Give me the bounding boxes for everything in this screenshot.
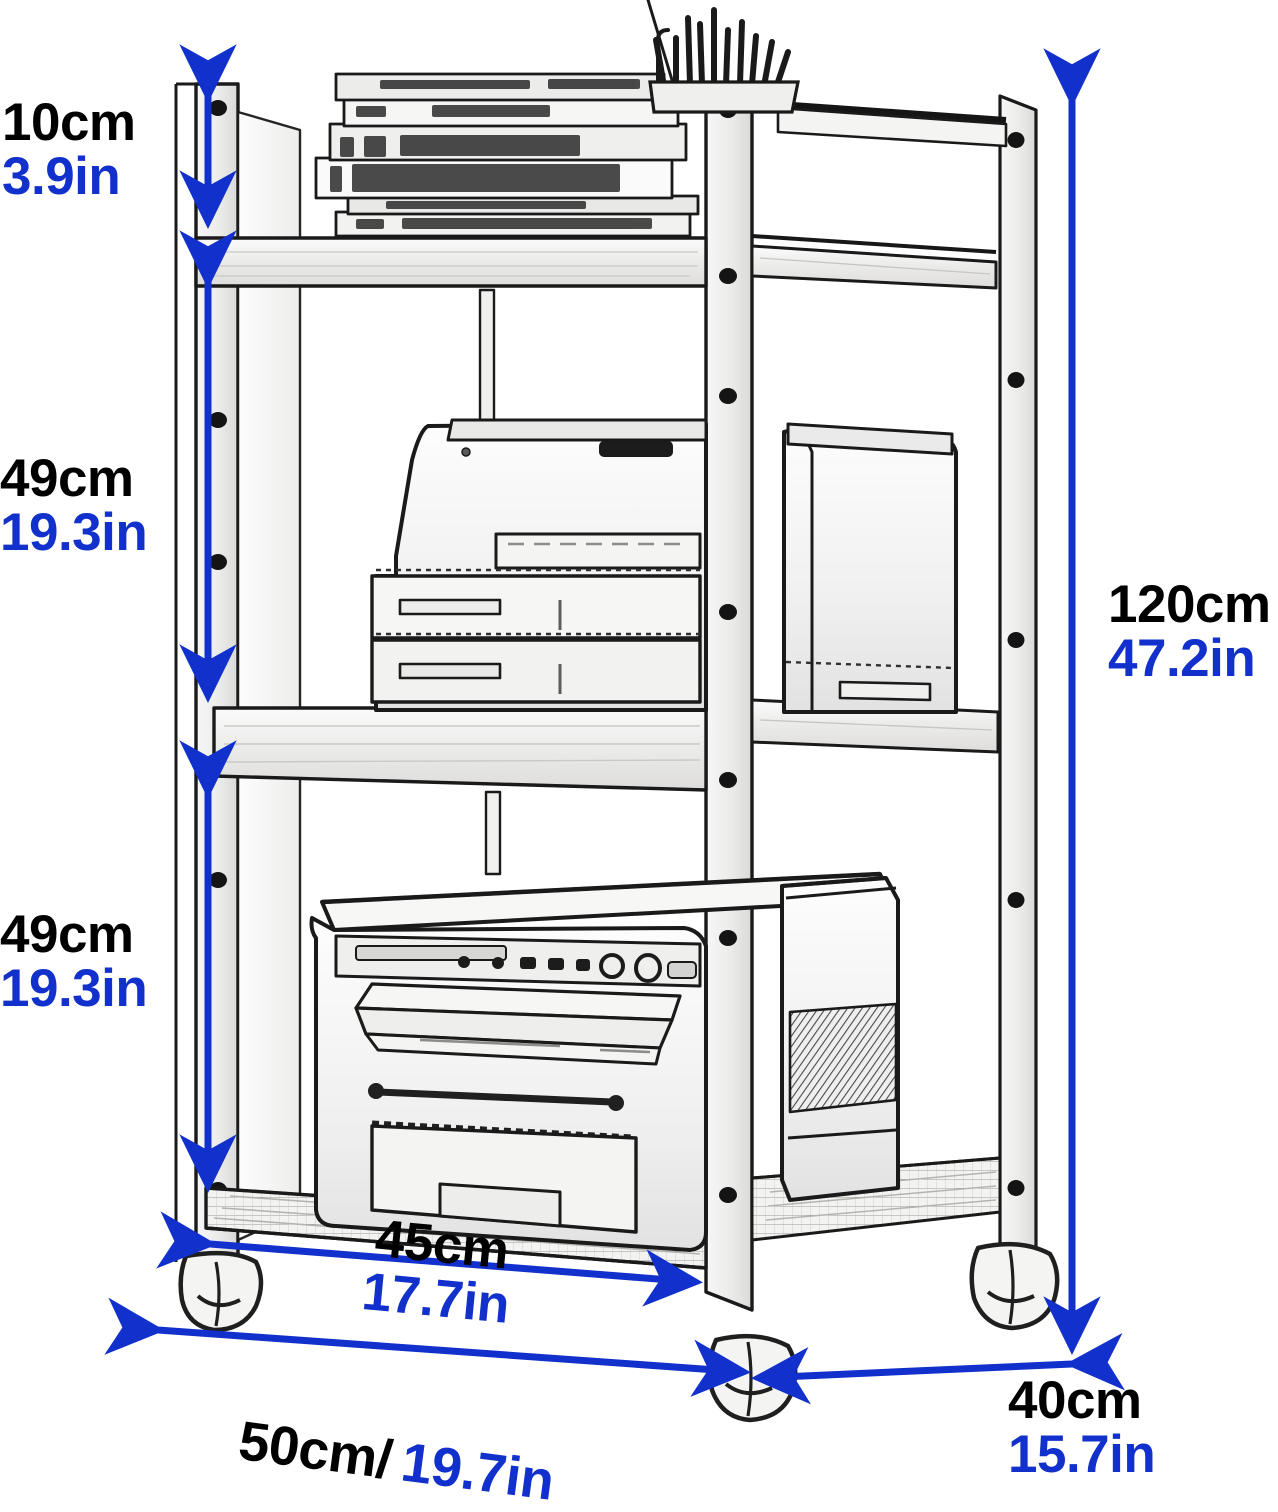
label-bottom-shelf-height: 49cm 19.3in (0, 905, 148, 1019)
value-cm: 10cm (2, 93, 136, 152)
value-in: 47.2in (1108, 629, 1256, 689)
value-in: 3.9in (2, 147, 121, 207)
value-cm: 49cm (0, 905, 134, 964)
value-in: 15.7in (1008, 1425, 1156, 1485)
label-depth: 40cm 15.7in (1008, 1371, 1156, 1485)
label-shelf-width: 45cm 17.7in (359, 1209, 517, 1335)
arrow-overall-width (104, 1297, 751, 1397)
label-middle-shelf-height: 49cm 19.3in (0, 449, 148, 563)
value-cm: 49cm (0, 449, 134, 508)
value-in: 17.7in (359, 1262, 512, 1335)
value-in: 19.3in (0, 503, 148, 563)
value-cm: 120cm (1108, 575, 1271, 634)
label-top-shelf-height: 10cm 3.9in (2, 93, 136, 207)
arrow-shelf-width (156, 1211, 703, 1307)
value-cm: 40cm (1008, 1371, 1142, 1430)
label-total-height: 120cm 47.2in (1108, 575, 1271, 689)
value-in: 19.3in (0, 959, 148, 1019)
arrow-depth (751, 1333, 1126, 1405)
